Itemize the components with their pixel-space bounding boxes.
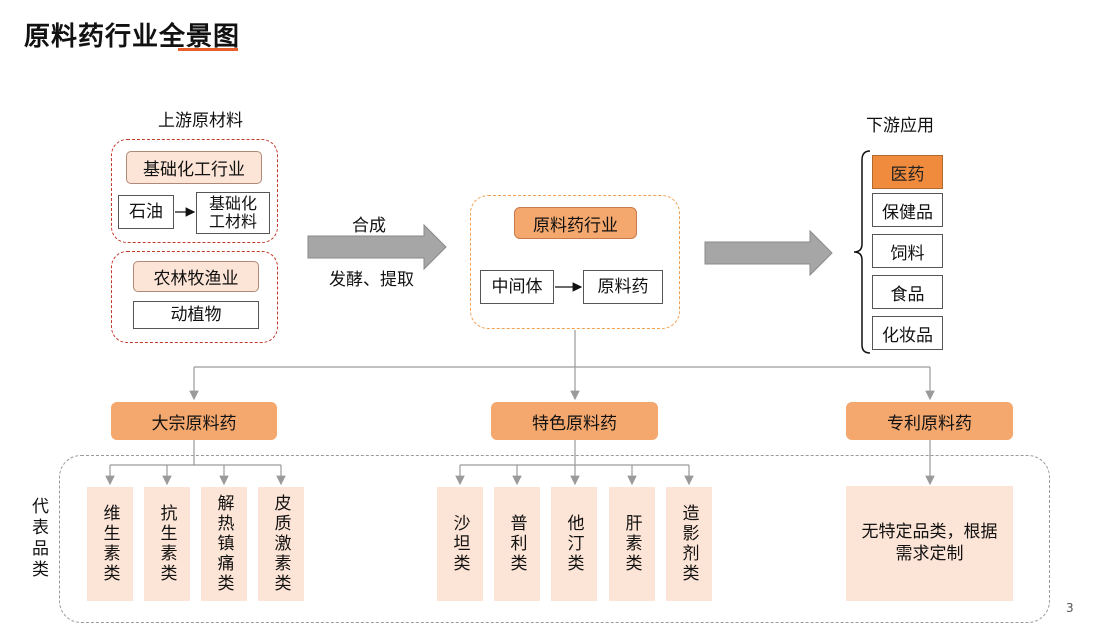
big-arrow-left [307, 223, 447, 271]
intermediate-node: 中间体 [480, 270, 554, 304]
category-item: 造影剂类 [666, 487, 712, 601]
category-item: 普利类 [494, 487, 540, 601]
ferment-label: 发酵、提取 [329, 270, 414, 290]
big-arrow-right [704, 229, 833, 277]
representative-label: 代表品类 [28, 497, 48, 581]
representative-group [59, 455, 1050, 623]
downstream-item: 医药 [872, 155, 943, 189]
category-item: 维生素类 [87, 487, 133, 601]
downstream-heading: 下游应用 [866, 116, 934, 136]
plants-animals-node: 动植物 [133, 301, 259, 329]
category-item: 解热镇痛类 [201, 487, 247, 601]
agri-group [111, 251, 278, 343]
category-item: 他汀类 [551, 487, 597, 601]
basic-chem-node: 基础化 工材料 [196, 192, 270, 234]
api-industry-group [470, 195, 680, 329]
downstream-item: 饲料 [872, 234, 943, 268]
synthesis-label: 合成 [352, 216, 386, 236]
api-industry-node: 原料药行业 [514, 207, 637, 239]
category-item: 沙坦类 [437, 487, 483, 601]
upstream-heading: 上游原材料 [158, 111, 243, 131]
category-item: 肝素类 [609, 487, 655, 601]
category-item: 抗生素类 [144, 487, 190, 601]
category-item: 皮质激素类 [258, 487, 304, 601]
page-number: 3 [1066, 601, 1074, 615]
chem-industry-group [111, 139, 278, 243]
downstream-item: 化妆品 [872, 316, 943, 350]
petroleum-node: 石油 [118, 195, 174, 229]
patent-note: 无特定品类，根据需求定制 [846, 486, 1013, 601]
api-node: 原料药 [583, 270, 663, 304]
title-underline [178, 48, 238, 51]
downstream-item: 食品 [872, 275, 943, 309]
downstream-item: 保健品 [872, 193, 943, 227]
chem-industry-node: 基础化工行业 [126, 151, 262, 184]
page-title: 原料药行业全景图 [24, 22, 241, 52]
bulk-api-category: 大宗原料药 [111, 402, 277, 440]
patent-api-category: 专利原料药 [846, 402, 1013, 440]
agri-node: 农林牧渔业 [133, 261, 259, 292]
specialty-api-category: 特色原料药 [491, 402, 658, 440]
